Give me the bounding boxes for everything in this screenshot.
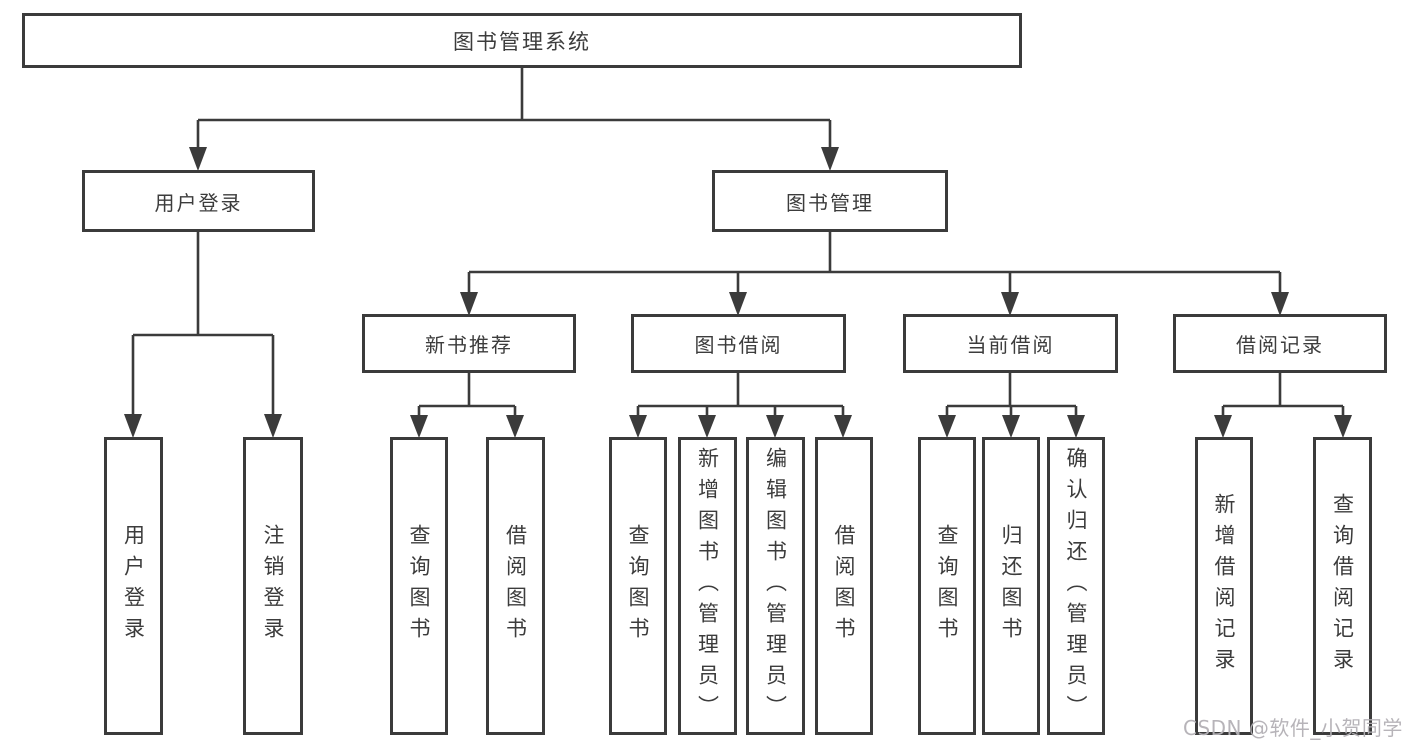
node-label: 确认归还（管理员） [1064, 446, 1089, 726]
leaf-query-books-recommend: 查询图书 [390, 437, 448, 735]
node-label: 查询图书 [935, 524, 960, 648]
arrowhead-icon [1271, 292, 1289, 316]
arrowhead-icon [506, 415, 524, 438]
leaf-borrow-books: 借阅图书 [815, 437, 873, 735]
arrowhead-icon [629, 415, 647, 438]
connector-current-borrow [938, 373, 1085, 438]
node-label: 借阅图书 [503, 524, 528, 648]
leaf-user-login: 用户登录 [104, 437, 163, 735]
node-label: 新增图书（管理员） [695, 446, 720, 726]
leaf-query-books-borrow: 查询图书 [609, 437, 667, 735]
node-user-login: 用户登录 [82, 170, 315, 232]
node-new-book-recommend: 新书推荐 [362, 314, 576, 373]
arrowhead-icon [1214, 415, 1232, 438]
node-label: 用户登录 [154, 190, 243, 215]
connector-new-book-recommend [410, 373, 524, 438]
node-label: 查询图书 [626, 524, 651, 648]
node-label: 查询图书 [407, 524, 432, 648]
leaf-confirm-return-admin: 确认归还（管理员） [1047, 437, 1105, 735]
node-label: 借阅记录 [1236, 333, 1324, 357]
node-label: 新书推荐 [425, 333, 513, 357]
node-label: 查询借阅记录 [1330, 493, 1355, 679]
node-label: 当前借阅 [966, 333, 1055, 357]
node-library-system: 图书管理系统 [22, 13, 1022, 68]
leaf-query-books-current: 查询图书 [918, 437, 976, 735]
node-borrow-records: 借阅记录 [1173, 314, 1387, 373]
arrowhead-icon [410, 415, 428, 438]
leaf-add-borrow-record: 新增借阅记录 [1195, 437, 1253, 735]
connector-book-management [460, 232, 1289, 316]
node-book-borrow: 图书借阅 [631, 314, 846, 373]
arrowhead-icon [729, 292, 747, 316]
node-label: 用户登录 [121, 524, 146, 648]
node-label: 编辑图书（管理员） [763, 446, 788, 726]
arrowhead-icon [698, 415, 716, 438]
node-current-borrow: 当前借阅 [903, 314, 1118, 373]
leaf-add-books-admin: 新增图书（管理员） [678, 437, 737, 735]
arrowhead-icon [834, 415, 852, 438]
arrowhead-icon [124, 414, 142, 438]
arrowhead-icon [1067, 415, 1085, 438]
arrowhead-icon [1334, 415, 1352, 438]
arrowhead-icon [766, 415, 784, 438]
leaf-borrow-books-recommend: 借阅图书 [486, 437, 545, 735]
leaf-query-borrow-record: 查询借阅记录 [1313, 437, 1372, 735]
leaf-return-books: 归还图书 [982, 437, 1040, 735]
node-label: 借阅图书 [832, 524, 857, 648]
node-label: 注销登录 [261, 524, 286, 648]
arrowhead-icon [264, 414, 282, 438]
connector-borrow-records [1214, 373, 1352, 438]
arrowhead-icon [460, 292, 478, 316]
leaf-logout: 注销登录 [243, 437, 303, 735]
connector-root-to-level2 [189, 68, 839, 171]
arrowhead-icon [189, 147, 207, 171]
node-label: 图书管理系统 [453, 29, 591, 54]
leaf-edit-books-admin: 编辑图书（管理员） [746, 437, 805, 735]
watermark: CSDN @软件_小贺同学 [1183, 716, 1403, 740]
connector-book-borrow [629, 373, 852, 438]
arrowhead-icon [821, 147, 839, 171]
arrowhead-icon [1002, 415, 1020, 438]
node-label: 图书借阅 [694, 333, 783, 357]
node-label: 图书管理 [786, 190, 874, 215]
node-label: 新增借阅记录 [1212, 493, 1237, 679]
connector-user-login [124, 232, 282, 438]
arrowhead-icon [938, 415, 956, 438]
arrowhead-icon [1001, 292, 1019, 316]
node-book-management: 图书管理 [712, 170, 948, 232]
node-label: 归还图书 [999, 524, 1024, 648]
